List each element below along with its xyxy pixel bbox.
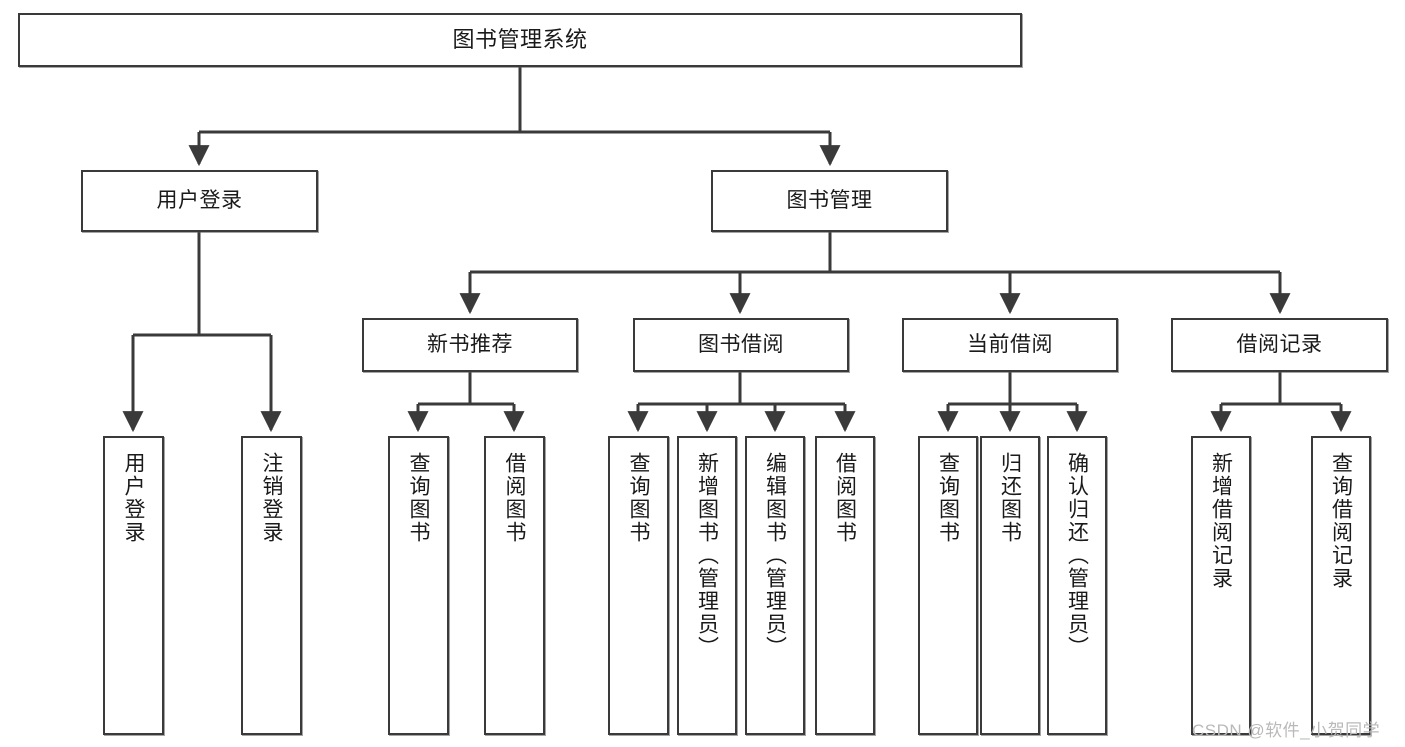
node-current-borrow-label: 当前借阅 — [967, 332, 1053, 356]
node-leaf-borrow-book-2[interactable]: 借阅图书 — [815, 436, 875, 735]
node-root-label: 图书管理系统 — [452, 27, 588, 53]
node-leaf-add-record[interactable]: 新增借阅记录 — [1191, 436, 1251, 735]
node-leaf-edit-book[interactable]: 编辑图书（管理员） — [745, 436, 805, 735]
node-current-borrow[interactable]: 当前借阅 — [902, 318, 1118, 372]
node-leaf-query-book-3-label: 查询图书 — [936, 452, 960, 544]
csdn-watermark: CSDN @软件_小贺同学 — [1192, 721, 1381, 740]
node-leaf-user-login[interactable]: 用户登录 — [103, 436, 164, 735]
node-leaf-query-record-label: 查询借阅记录 — [1329, 452, 1353, 590]
node-leaf-confirm-return-label: 确认归还（管理员） — [1065, 452, 1089, 659]
node-leaf-user-logout-label: 注销登录 — [260, 452, 284, 544]
node-leaf-confirm-return[interactable]: 确认归还（管理员） — [1047, 436, 1107, 735]
node-leaf-return-book[interactable]: 归还图书 — [980, 436, 1040, 735]
node-user-login[interactable]: 用户登录 — [81, 170, 318, 232]
node-leaf-add-book-label: 新增图书（管理员） — [695, 452, 719, 659]
node-leaf-add-record-label: 新增借阅记录 — [1209, 452, 1233, 590]
node-leaf-borrow-book-1[interactable]: 借阅图书 — [484, 436, 545, 735]
node-leaf-add-book[interactable]: 新增图书（管理员） — [677, 436, 737, 735]
node-leaf-borrow-book-1-label: 借阅图书 — [503, 452, 527, 544]
node-book-manage-label: 图书管理 — [786, 188, 873, 212]
node-leaf-user-login-label: 用户登录 — [122, 452, 146, 544]
node-new-book-recommend[interactable]: 新书推荐 — [362, 318, 578, 372]
node-user-login-label: 用户登录 — [156, 188, 243, 212]
node-leaf-user-logout[interactable]: 注销登录 — [241, 436, 302, 735]
node-leaf-query-book-2[interactable]: 查询图书 — [608, 436, 669, 735]
node-leaf-query-book-2-label: 查询图书 — [627, 452, 651, 544]
node-borrow-record-label: 借阅记录 — [1236, 332, 1323, 356]
node-leaf-query-record[interactable]: 查询借阅记录 — [1311, 436, 1371, 735]
node-book-borrow-label: 图书借阅 — [698, 332, 784, 356]
node-leaf-query-book-1-label: 查询图书 — [407, 452, 431, 544]
node-leaf-borrow-book-2-label: 借阅图书 — [833, 452, 857, 544]
node-book-borrow[interactable]: 图书借阅 — [633, 318, 849, 372]
node-book-manage[interactable]: 图书管理 — [711, 170, 948, 232]
node-leaf-edit-book-label: 编辑图书（管理员） — [763, 452, 787, 659]
node-leaf-query-book-1[interactable]: 查询图书 — [388, 436, 449, 735]
node-new-book-recommend-label: 新书推荐 — [427, 332, 513, 356]
node-root[interactable]: 图书管理系统 — [18, 13, 1022, 67]
node-leaf-query-book-3[interactable]: 查询图书 — [918, 436, 978, 735]
node-borrow-record[interactable]: 借阅记录 — [1171, 318, 1388, 372]
node-leaf-return-book-label: 归还图书 — [998, 452, 1022, 544]
